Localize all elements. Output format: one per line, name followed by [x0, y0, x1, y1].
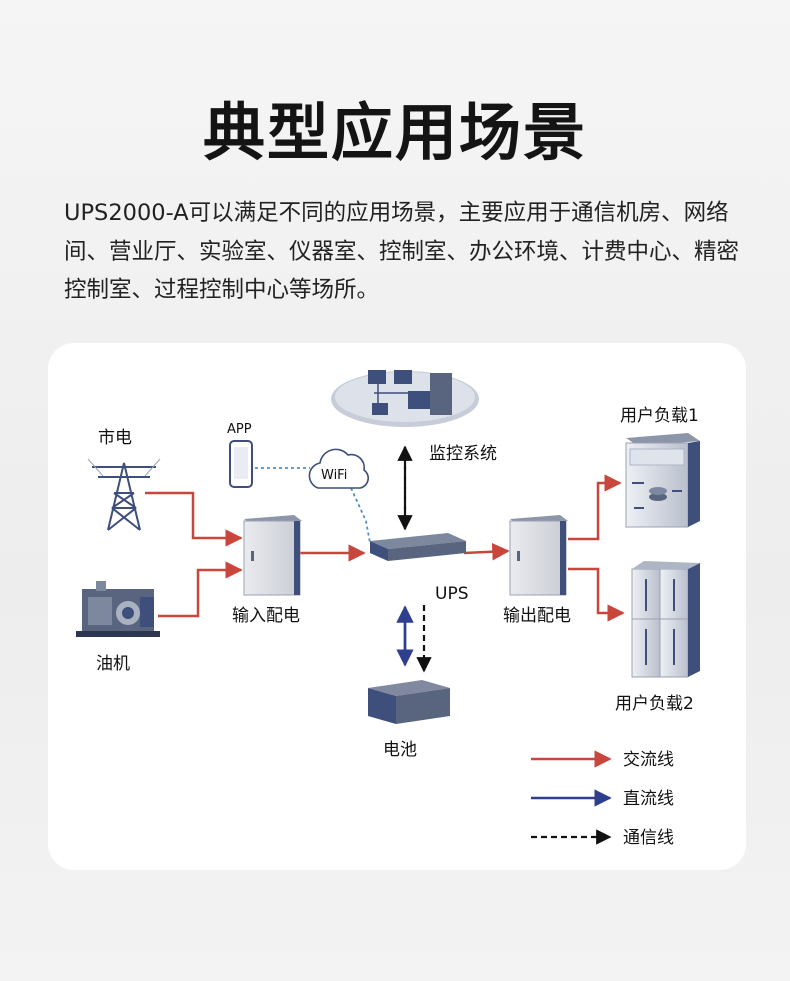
load2-label: 用户负载2 — [615, 694, 694, 714]
grid-label: 市电 — [98, 428, 132, 448]
ac-lines — [145, 474, 625, 622]
wifi-cloud-icon — [308, 448, 369, 489]
wifi-label: WiFi — [321, 468, 347, 483]
output-distribution-cabinet-icon — [509, 515, 568, 596]
topology-diagram: 市电 油机 APP WiFi 监控系统 输入配电 — [76, 370, 700, 848]
description-text: UPS2000-A可以满足不同的应用场景，主要应用于通信机房、网络间、营业厅、实… — [64, 200, 740, 303]
ups-label: UPS — [435, 584, 469, 604]
generator-label: 油机 — [96, 654, 130, 674]
monitor-label: 监控系统 — [429, 444, 497, 464]
legend: 交流线 直流线 通信线 — [531, 750, 674, 848]
output-dist-label: 输出配电 — [503, 606, 571, 626]
input-distribution-cabinet-icon — [243, 515, 302, 596]
page-title: 典型应用场景 — [202, 96, 587, 169]
legend-comm-label: 通信线 — [623, 828, 674, 848]
load1-label: 用户负载1 — [620, 406, 699, 426]
legend-dc-label: 直流线 — [623, 789, 674, 809]
input-dist-label: 输入配电 — [232, 606, 300, 626]
server-load-icon — [625, 433, 700, 528]
generator-icon — [76, 581, 160, 637]
battery-icon — [368, 680, 450, 724]
topology-diagram-card: 市电 油机 APP WiFi 监控系统 输入配电 — [48, 343, 746, 870]
rack-load-icon — [631, 561, 700, 678]
wifi-links — [255, 467, 371, 544]
legend-ac-label: 交流线 — [623, 750, 674, 770]
comm-lines — [397, 445, 432, 673]
app-label: APP — [227, 422, 252, 437]
ups-icon — [370, 533, 466, 561]
monitoring-system-icon — [331, 370, 479, 427]
battery-label: 电池 — [383, 740, 417, 760]
phone-icon — [229, 440, 253, 488]
power-tower-icon — [87, 458, 161, 531]
